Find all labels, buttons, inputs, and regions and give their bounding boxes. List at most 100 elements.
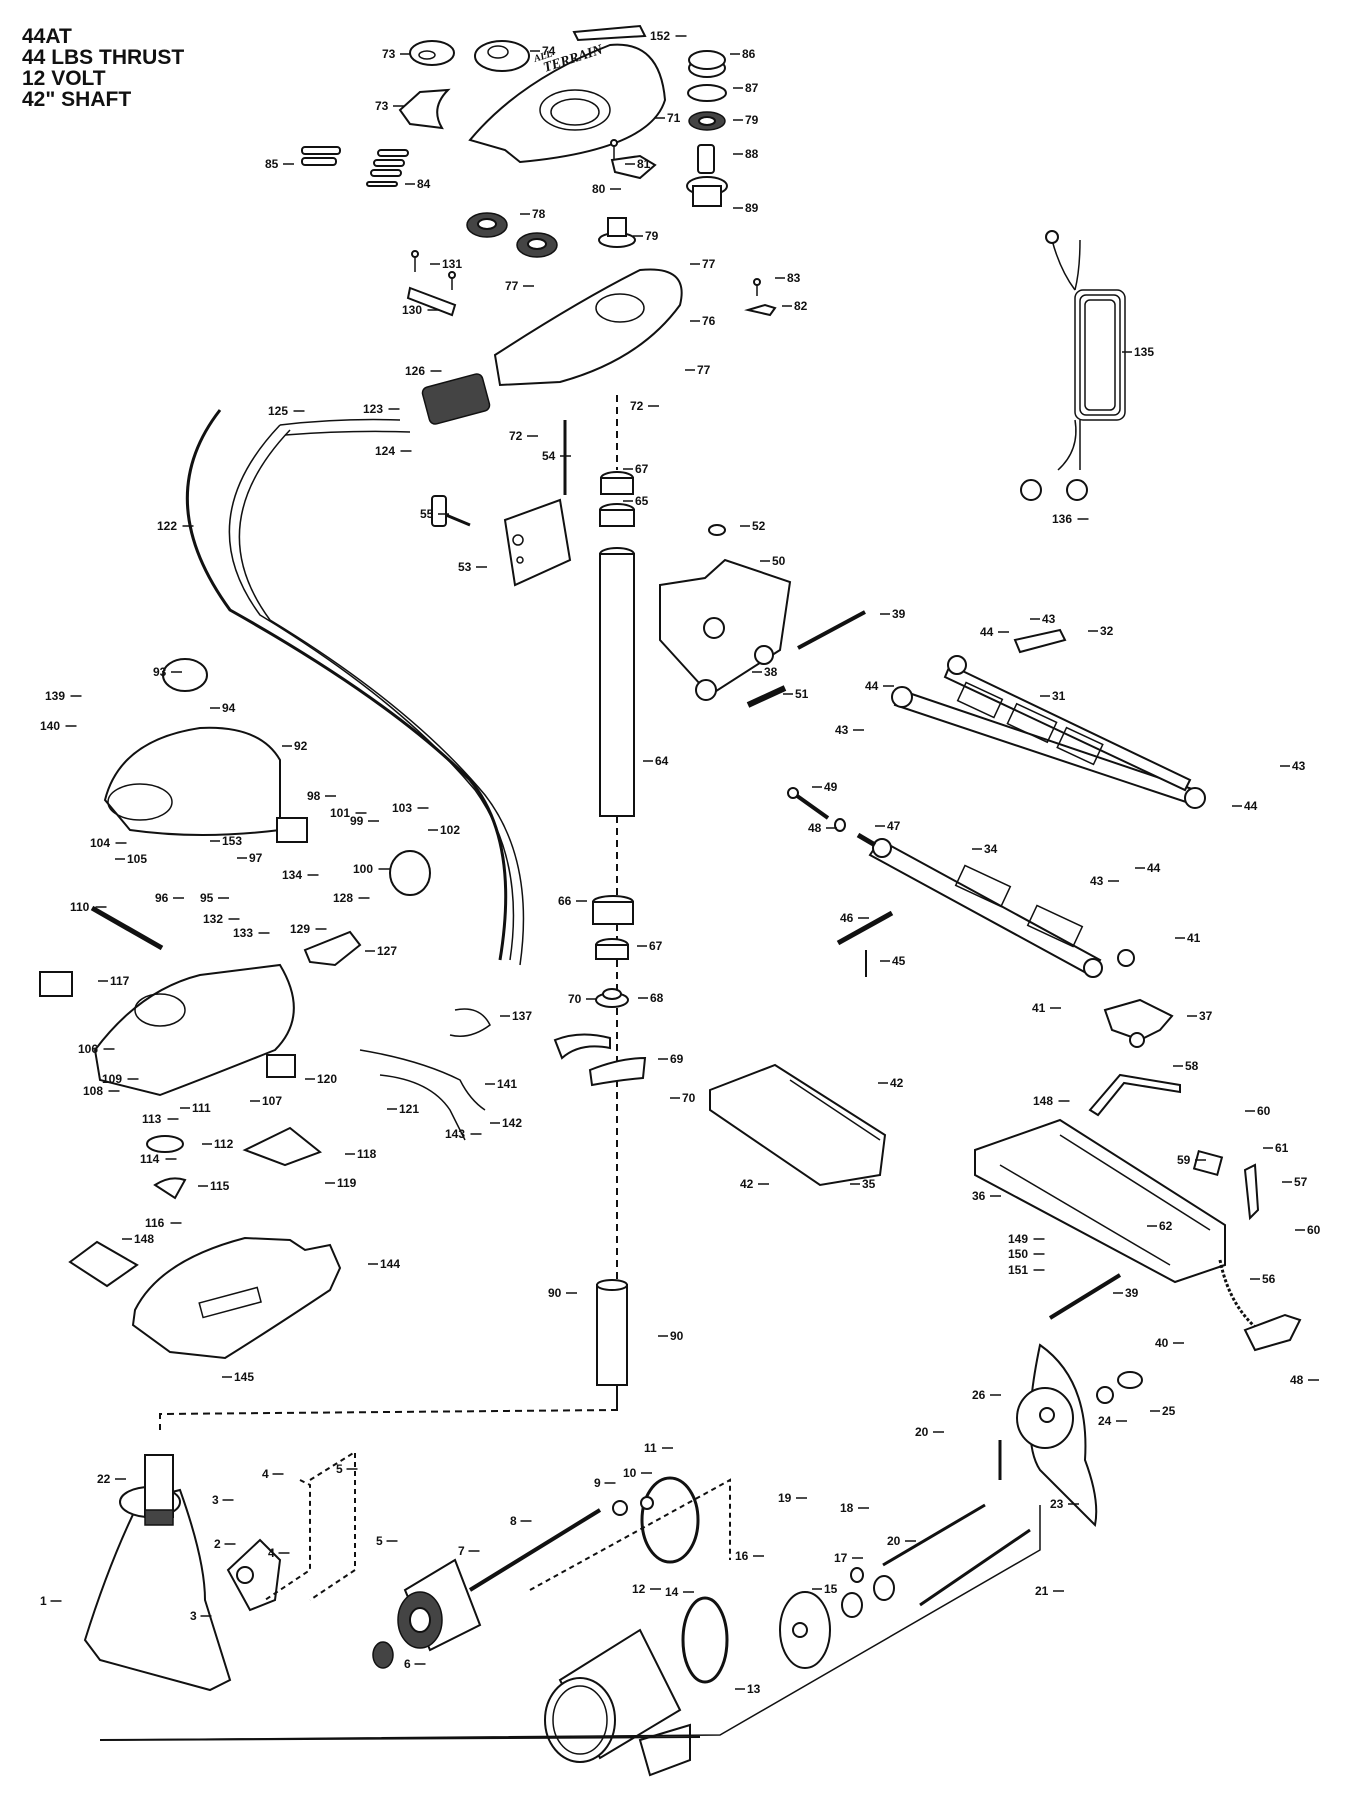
shaft-79: [598, 217, 636, 248]
part-label-98: 98: [307, 789, 321, 803]
part-label-22: 22: [97, 1472, 111, 1486]
clamp-53: [503, 498, 572, 587]
part-label-79a: 79: [745, 113, 759, 127]
part-label-114: 114: [140, 1152, 160, 1166]
part-label-70b: 70: [682, 1091, 696, 1105]
part-label-3a: 3: [212, 1493, 219, 1507]
head-base-76: [493, 268, 683, 387]
cap-74: [474, 40, 530, 72]
model-title-block: 44AT 44 LBS THRUST 12 VOLT 42" SHAFT: [22, 26, 184, 110]
part-label-128: 128: [333, 891, 353, 905]
motor-can-12: [544, 1628, 682, 1763]
part-label-24: 24: [1098, 1414, 1112, 1428]
part-label-107: 107: [262, 1094, 282, 1108]
part-label-73a: 73: [382, 47, 396, 61]
part-label-86: 86: [742, 47, 756, 61]
part-label-62: 62: [1159, 1219, 1173, 1233]
part-label-43c: 43: [1292, 759, 1306, 773]
part-label-106: 106: [78, 1042, 98, 1056]
part-label-4b: 4: [268, 1546, 275, 1560]
bracket-127: [303, 930, 362, 967]
part-label-133: 133: [233, 926, 253, 940]
part-label-48a: 48: [808, 821, 822, 835]
part-label-66: 66: [558, 894, 572, 908]
part-label-44c: 44: [1244, 799, 1258, 813]
part-label-109: 109: [102, 1072, 122, 1086]
handle-55: [431, 495, 471, 527]
cover-decal-152: [572, 24, 647, 42]
part-label-141: 141: [497, 1077, 517, 1091]
part-label-59: 59: [1177, 1153, 1191, 1167]
part-label-92: 92: [294, 739, 308, 753]
part-label-123: 123: [363, 402, 383, 416]
part-label-101: 101: [330, 806, 350, 820]
part-label-95: 95: [200, 891, 214, 905]
part-label-44a: 44: [980, 625, 994, 639]
part-label-135: 135: [1134, 345, 1154, 359]
part-label-137: 137: [512, 1009, 532, 1023]
part-label-100: 100: [353, 862, 373, 876]
spring-47: [856, 832, 877, 848]
part-label-85: 85: [265, 157, 279, 171]
end-cap-15: [779, 1591, 831, 1669]
voltage-spec: 12 VOLT: [22, 67, 106, 90]
part-label-52: 52: [752, 519, 766, 533]
heat-sink-126: [421, 373, 491, 425]
part-label-11: 11: [644, 1441, 657, 1455]
part-label-23: 23: [1050, 1497, 1064, 1511]
part-label-72a: 72: [509, 429, 523, 443]
part-label-67a: 67: [635, 462, 649, 476]
part-label-90b: 90: [670, 1329, 684, 1343]
part-label-112: 112: [214, 1137, 234, 1151]
part-label-77b: 77: [702, 257, 716, 271]
part-label-38: 38: [764, 665, 778, 679]
collar-67-bottom: [595, 938, 629, 960]
part-label-76: 76: [702, 314, 716, 328]
part-label-82: 82: [794, 299, 808, 313]
part-label-148b: 148: [1033, 1094, 1053, 1108]
part-label-5b: 5: [376, 1534, 383, 1548]
part-label-64: 64: [655, 754, 669, 768]
pin-46: [836, 910, 894, 946]
part-label-31: 31: [1052, 689, 1066, 703]
bracket-130: [406, 250, 457, 317]
part-label-5a: 5: [336, 1462, 343, 1476]
part-label-96: 96: [155, 891, 169, 905]
mount-bracket-50: [659, 558, 792, 701]
pin-39-lower: [1048, 1273, 1122, 1320]
brush-plate-2: [226, 1538, 282, 1612]
part-label-42b: 42: [740, 1177, 754, 1191]
part-label-152: 152: [650, 29, 670, 43]
part-label-67b: 67: [649, 939, 663, 953]
cap-93: [162, 658, 208, 692]
part-label-15: 15: [824, 1582, 838, 1596]
part-57: [1243, 1163, 1260, 1221]
part-label-50: 50: [772, 554, 786, 568]
part-label-84: 84: [417, 177, 431, 191]
part-label-136: 136: [1052, 512, 1072, 526]
part-label-45: 45: [892, 954, 906, 968]
part-label-44b: 44: [865, 679, 879, 693]
harness-135: [1020, 230, 1126, 501]
baseline-rule: [99, 1736, 701, 1741]
part-label-153: 153: [222, 834, 242, 848]
part-label-127: 127: [377, 944, 397, 958]
part-label-65: 65: [635, 494, 649, 508]
washers-9-10: [612, 1496, 654, 1516]
o-ring-14: [681, 1596, 729, 1684]
part-label-122: 122: [157, 519, 177, 533]
part-label-10: 10: [623, 1466, 637, 1480]
collar-67-top: [600, 471, 634, 495]
part-label-49: 49: [824, 780, 838, 794]
part-label-87a: 87: [745, 81, 759, 95]
part-label-39b: 39: [1125, 1286, 1139, 1300]
part-label-145: 145: [234, 1370, 254, 1384]
part-label-54: 54: [542, 449, 556, 463]
part-label-130: 130: [402, 303, 422, 317]
part-label-139: 139: [45, 689, 65, 703]
part-label-48b: 48: [1290, 1373, 1304, 1387]
part-label-97: 97: [249, 851, 263, 865]
mount-base-36: [974, 1118, 1226, 1284]
part-label-73b: 73: [375, 99, 389, 113]
part-label-60b: 60: [1307, 1223, 1321, 1237]
